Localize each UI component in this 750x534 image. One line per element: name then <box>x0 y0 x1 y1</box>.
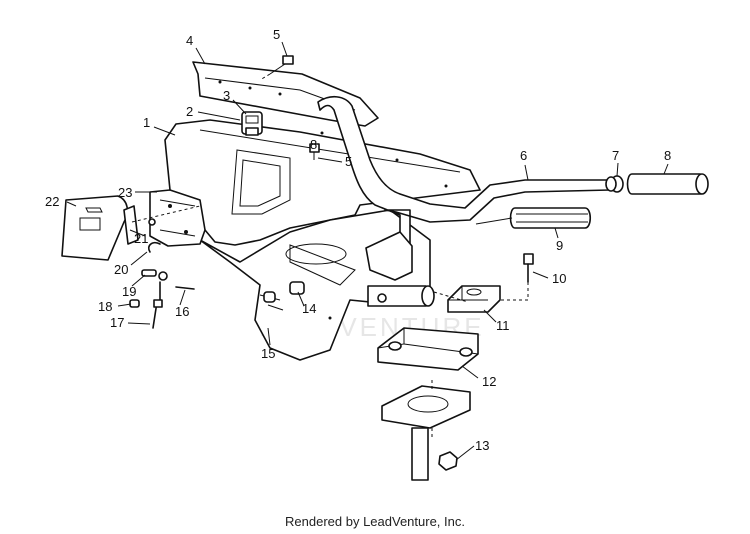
callout-3: 3 <box>223 88 230 103</box>
part-nut <box>438 451 458 471</box>
part-grommet <box>263 281 387 303</box>
callout-9: 7 <box>612 148 619 163</box>
callout-17: 15 <box>261 346 275 361</box>
callout-24: 22 <box>45 194 59 209</box>
part-bolt-10 <box>523 253 534 283</box>
callout-7: 5 <box>345 154 352 169</box>
part-bolt-top <box>259 55 294 81</box>
part-top-cover <box>192 61 379 127</box>
callout-13: 11 <box>496 318 510 333</box>
callout-5: 1 <box>143 115 150 130</box>
footer-credit: Rendered by LeadVenture, Inc. <box>285 514 465 529</box>
callout-1: 4 <box>186 33 193 48</box>
part-bracket <box>123 189 206 247</box>
callout-16: 14 <box>302 301 316 316</box>
callout-20: 18 <box>98 299 112 314</box>
part-display-panel <box>61 195 129 261</box>
part-linkage <box>129 241 195 329</box>
part-handlebar <box>317 96 611 307</box>
callout-15: 13 <box>475 438 489 453</box>
callout-21: 19 <box>122 284 136 299</box>
part-lower-clamp <box>377 327 479 371</box>
callout-12: 10 <box>552 271 566 286</box>
part-grip <box>626 173 709 195</box>
assembly-lines <box>131 205 529 303</box>
part-steering-post <box>381 380 471 481</box>
callout-10: 8 <box>664 148 671 163</box>
callout-19: 17 <box>110 315 124 330</box>
part-upper-clamp <box>447 285 501 313</box>
callout-6: 8 <box>310 137 317 152</box>
leader-lines <box>66 41 669 461</box>
callout-labels: 4 5 3 2 1 8 5 6 7 8 9 10 11 12 13 14 15 … <box>45 27 671 453</box>
part-bolt-middle <box>309 143 320 160</box>
callout-11: 9 <box>556 238 563 253</box>
part-end-plug <box>605 175 624 193</box>
callout-23: 21 <box>134 231 148 246</box>
part-switch <box>241 111 263 136</box>
callout-14: 12 <box>482 374 496 389</box>
callout-2: 5 <box>273 27 280 42</box>
callout-4: 2 <box>186 104 193 119</box>
callout-25: 23 <box>118 185 132 200</box>
callout-18: 16 <box>175 304 189 319</box>
part-heated-grip <box>475 207 592 229</box>
callout-8: 6 <box>520 148 527 163</box>
callout-22: 20 <box>114 262 128 277</box>
